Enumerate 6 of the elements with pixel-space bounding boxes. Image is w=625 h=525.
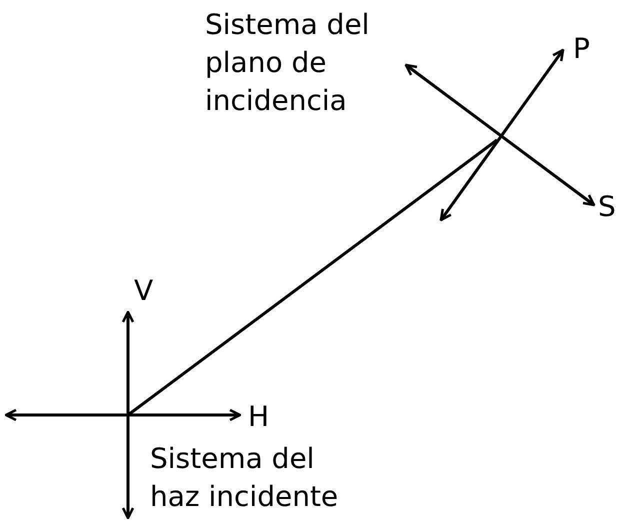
axis-label: H	[248, 399, 270, 435]
axis-label: P	[573, 31, 590, 67]
axis-label: S	[598, 189, 616, 225]
system-label: Sistema del plano de incidencia	[205, 7, 370, 119]
system-label: Sistema del haz incidente	[150, 441, 340, 515]
axis-label: V	[134, 273, 154, 309]
